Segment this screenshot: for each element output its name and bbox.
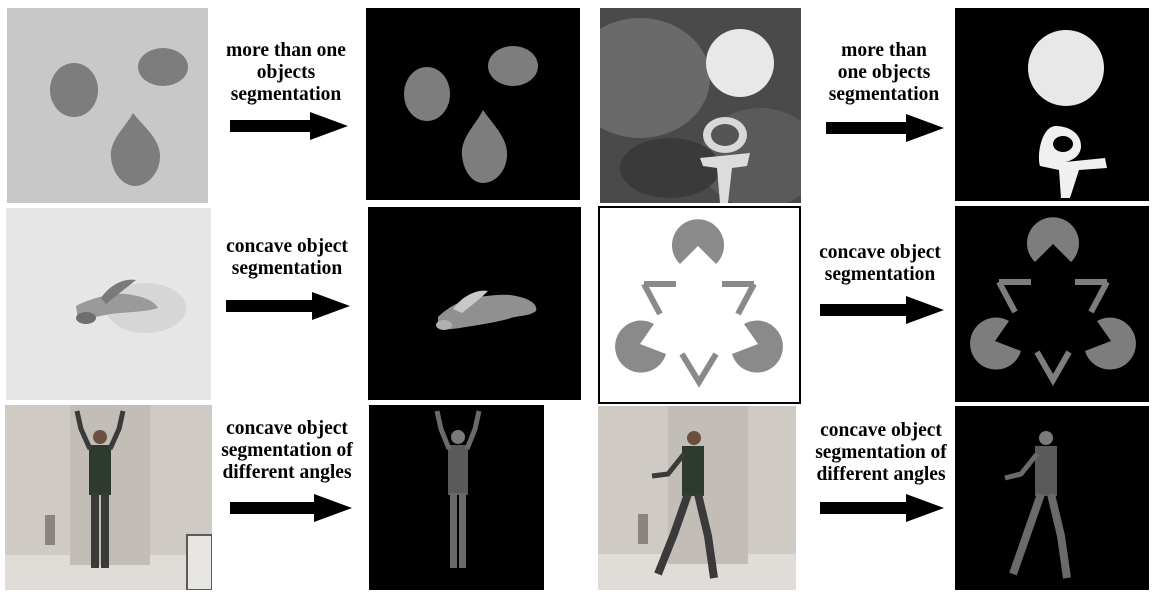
caption-row2-left: concave object segmentation [212, 236, 362, 280]
input-image-bird [6, 208, 211, 400]
caption-line: concave object [804, 242, 956, 264]
caption-line: objects [212, 62, 360, 84]
caption-line: concave object [212, 418, 362, 440]
result-image-bird [368, 207, 581, 400]
caption-line: different angles [212, 462, 362, 484]
synthetic-blobs-svg [7, 8, 208, 203]
right-arrow-icon [226, 292, 350, 320]
input-image-person-arms-raised [5, 405, 212, 590]
right-arrow-icon [820, 296, 944, 324]
result-image-kanizsa [955, 206, 1149, 402]
caption-line: different angles [806, 464, 956, 486]
kanizsa-svg [598, 206, 801, 404]
right-arrow-icon [230, 112, 348, 140]
person-walking-result-svg [955, 406, 1149, 590]
caption-row2-right: concave object segmentation [804, 242, 956, 286]
ct-scan-svg [600, 8, 801, 203]
caption-line: more than one [212, 40, 360, 62]
bird-svg [6, 208, 211, 400]
input-image-ct-scan [600, 8, 801, 203]
input-image-person-walking [598, 406, 796, 590]
right-arrow-icon [826, 114, 944, 142]
person-walking-svg [598, 406, 796, 590]
result-image-ct-scan [955, 8, 1149, 201]
caption-line: segmentation [212, 84, 360, 106]
right-arrow-icon [230, 494, 352, 522]
result-image-person-walking [955, 406, 1149, 590]
caption-line: one objects [810, 62, 958, 84]
result-image-person-arms-raised [369, 405, 544, 590]
caption-line: segmentation [810, 84, 958, 106]
caption-line: more than [810, 40, 958, 62]
caption-row3-left: concave object segmentation of different… [212, 418, 362, 484]
kanizsa-result-svg [955, 206, 1149, 402]
caption-row1-right: more than one objects segmentation [810, 40, 958, 106]
synthetic-blobs-result-svg [366, 8, 580, 200]
ct-scan-result-svg [955, 8, 1149, 201]
right-arrow-icon [820, 494, 944, 522]
caption-line: concave object [212, 236, 362, 258]
caption-row3-right: concave object segmentation of different… [806, 420, 956, 486]
result-image-synthetic-blobs [366, 8, 580, 200]
caption-line: segmentation of [806, 442, 956, 464]
caption-line: segmentation [804, 264, 956, 286]
caption-line: segmentation [212, 258, 362, 280]
caption-line: concave object [806, 420, 956, 442]
caption-line: segmentation of [212, 440, 362, 462]
caption-row1-left: more than one objects segmentation [212, 40, 360, 106]
person-arms-raised-svg [5, 405, 212, 590]
input-image-kanizsa [598, 206, 801, 404]
person-arms-raised-result-svg [369, 405, 544, 590]
input-image-synthetic-blobs [7, 8, 208, 203]
bird-result-svg [368, 207, 581, 400]
